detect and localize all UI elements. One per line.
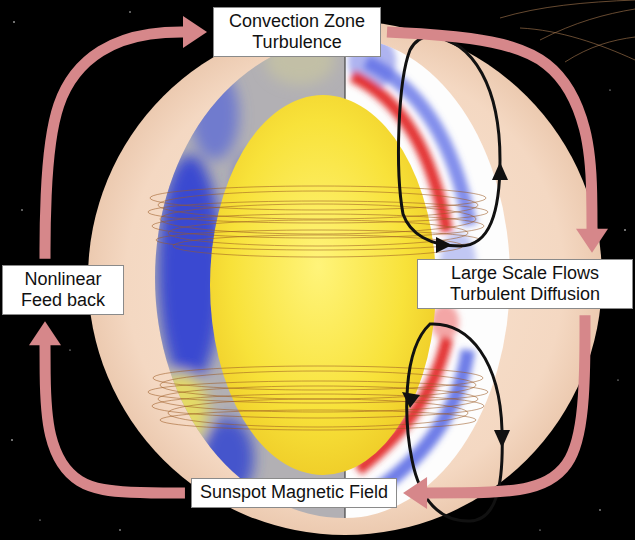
field-line	[173, 235, 463, 257]
pattern-blob	[191, 70, 239, 160]
star	[599, 509, 600, 510]
star	[609, 89, 610, 90]
field-line	[150, 186, 486, 210]
field-line	[148, 381, 488, 403]
cycle-arrow	[423, 315, 585, 493]
box-label: Convection Zone Turbulence	[222, 11, 372, 53]
field-line	[160, 410, 476, 430]
star	[129, 11, 130, 12]
pattern-blob	[431, 304, 459, 340]
flow-arrowhead	[492, 162, 508, 180]
connector-group	[45, 16, 207, 259]
arrow-head	[29, 321, 61, 345]
star	[69, 349, 70, 350]
connector-group	[403, 315, 585, 509]
cycle-arrow	[387, 32, 592, 233]
field-line	[168, 220, 468, 246]
star	[539, 529, 540, 530]
label-box: Sunspot Magnetic Field	[191, 478, 397, 507]
flow-arrowhead	[436, 237, 452, 253]
star	[11, 439, 13, 441]
field-line	[158, 191, 478, 219]
star	[624, 229, 626, 231]
field-line	[152, 394, 484, 418]
connector-group	[387, 32, 608, 253]
field-line	[540, 9, 635, 40]
field-line	[500, 0, 635, 18]
flow-arrowhead	[494, 430, 510, 448]
star	[21, 209, 22, 210]
label-box: Large Scale Flows Turbulent Diffusion	[417, 259, 633, 309]
field-line	[152, 214, 484, 238]
connector-group	[29, 321, 185, 493]
circulation-loop	[399, 36, 500, 246]
arrow-head	[403, 477, 427, 509]
arrow-head	[183, 16, 207, 48]
star	[39, 519, 40, 520]
box-label: Nonlinear Feed back	[11, 269, 115, 311]
cycle-arrow	[45, 341, 185, 493]
arrow-head	[576, 229, 608, 253]
star	[617, 379, 618, 380]
field-line	[160, 371, 476, 399]
box-label: Large Scale Flows Turbulent Diffusion	[426, 263, 624, 305]
label-box: Convection Zone Turbulence	[213, 7, 381, 57]
star	[119, 529, 120, 530]
box-label: Sunspot Magnetic Field	[200, 482, 388, 503]
cycle-arrow	[45, 32, 187, 259]
star	[13, 21, 15, 23]
label-box: Nonlinear Feed back	[2, 265, 124, 315]
pattern-blob	[156, 372, 208, 448]
flow-arrowhead	[402, 392, 420, 408]
field-line	[565, 37, 635, 62]
